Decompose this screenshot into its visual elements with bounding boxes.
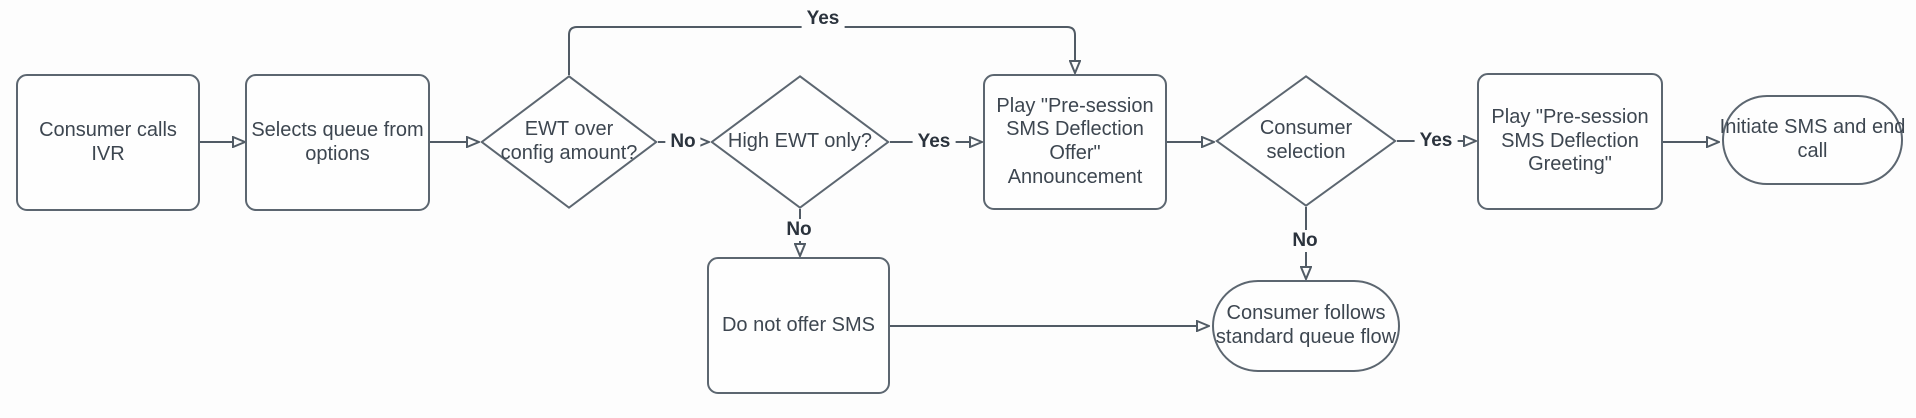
node-initiate-sms-end-call: Initiate SMS and end call: [1719, 95, 1906, 185]
node-label: Play "Pre-session SMS Deflection Offer" …: [996, 94, 1154, 188]
node-label: Consumer follows standard queue flow: [1215, 302, 1397, 348]
node-standard-queue-flow: Consumer follows standard queue flow: [1212, 280, 1400, 372]
edge-label-no-to-high-ewt: No: [665, 131, 701, 153]
diamond-shape: [480, 75, 658, 209]
node-label: Initiate SMS and end call: [1719, 116, 1906, 162]
diamond-shape: [710, 75, 890, 209]
node-label: Consumer calls IVR: [39, 118, 177, 165]
node-label: EWT over config amount?: [500, 118, 638, 164]
node-play-offer-announcement: Play "Pre-session SMS Deflection Offer" …: [983, 74, 1167, 210]
node-consumer-calls-ivr: Consumer calls IVR: [16, 74, 200, 211]
node-label: Do not offer SMS: [721, 313, 876, 336]
edge-label-no-to-standard-flow: No: [1287, 230, 1323, 252]
node-do-not-offer-sms: Do not offer SMS: [707, 257, 890, 394]
edge-label-yes-top: Yes: [801, 8, 845, 30]
node-label: Play "Pre-session SMS Deflection Greetin…: [1491, 106, 1649, 176]
edge-label-no-to-do-not-offer: No: [781, 219, 817, 241]
node-selects-queue: Selects queue from options: [245, 74, 430, 211]
edge-label-yes-to-greeting: Yes: [1414, 130, 1458, 152]
node-ewt-over-config: EWT over config amount?: [480, 75, 658, 209]
node-label: Consumer selection: [1259, 117, 1353, 163]
edge-label-yes-to-offer: Yes: [912, 131, 956, 153]
node-label: High EWT only?: [727, 130, 873, 153]
diamond-shape: [1215, 75, 1397, 207]
node-play-greeting: Play "Pre-session SMS Deflection Greetin…: [1477, 73, 1663, 210]
node-label: Selects queue from options: [251, 118, 424, 165]
node-high-ewt-only: High EWT only?: [710, 75, 890, 209]
node-consumer-selection: Consumer selection: [1215, 75, 1397, 207]
